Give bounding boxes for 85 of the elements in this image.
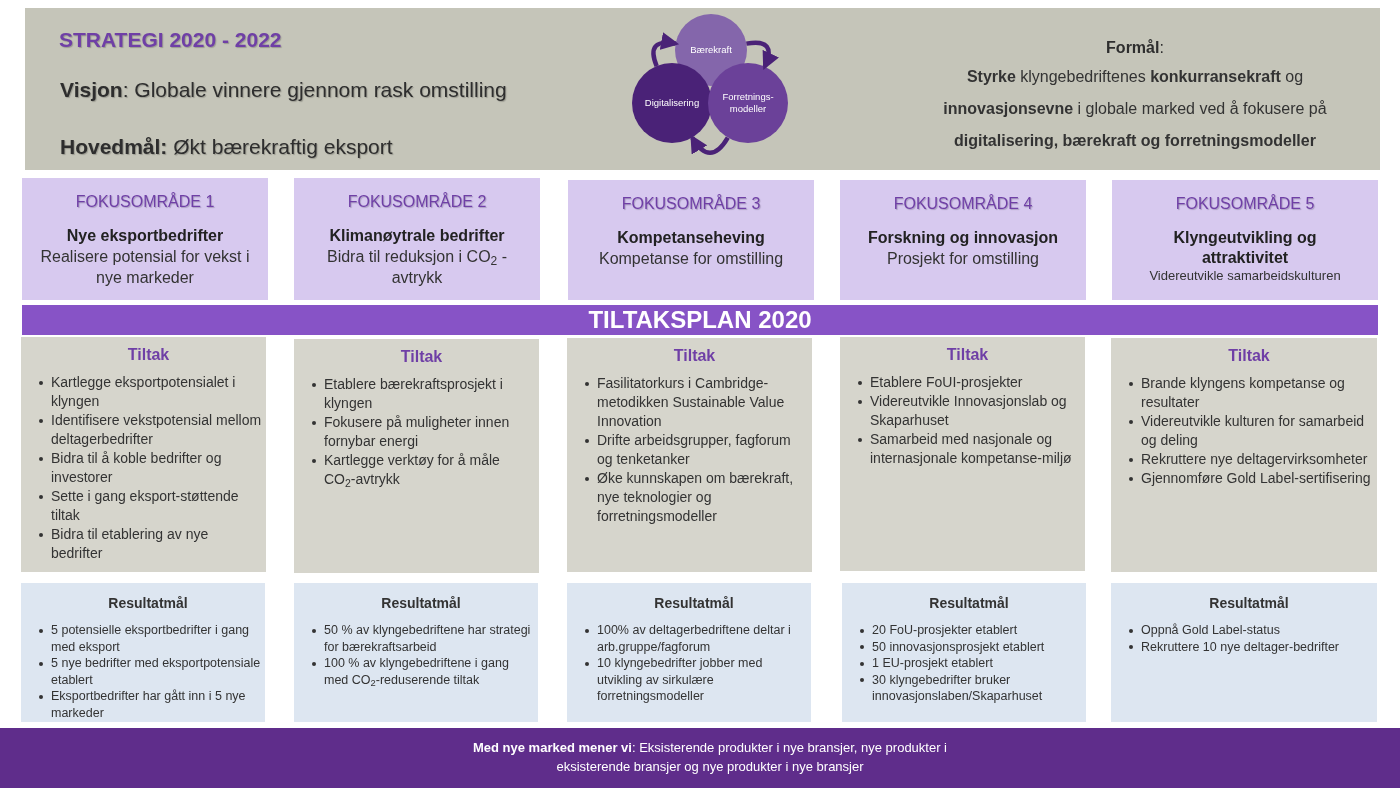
bullet-item: 100 % av klyngebedriftene i gang med CO$_{2}$-reduserende tiltak [324,655,510,688]
measures-heading: Tiltak [399,347,444,367]
focus-card [22,178,268,300]
focus-description: Bidra til reduksjon i CO$_{2}$ -avtrykk [325,247,509,288]
bullet-item: Etablere bærekraftsprosjekt i klyngen [324,375,504,413]
focus-card [1112,180,1378,300]
bullet-item: Videreutvikle Innovasjonslab og Skaparhuset [870,392,1068,430]
plan-band [22,305,1378,335]
bullet-item: Kartlegge verktøy for å måle CO$_{2}$-avtrykk [324,451,501,489]
purpose-heading: Formål: [1105,38,1165,58]
measures-card [21,337,266,572]
results-card [21,583,265,722]
measures-card [567,338,812,572]
header-panel [25,8,1380,170]
bullet-item: 30 klyngebedrifter bruker innovasjonslaben/Skaparhuset [872,671,1044,705]
bullet-item: Rekruttere 10 nye deltager-bedrifter [1141,638,1341,655]
results-heading: Resultatmål [928,594,1010,613]
measures-heading: Tiltak [672,346,717,366]
focus-title: Klimanøytrale bedrifter [329,226,505,246]
circle-label: Bærekraft [689,44,733,56]
bullet-item: Eksportbedrifter har gått inn i 5 nye markeder [51,688,247,721]
bullet-item: Bidra til å koble bedrifter og investorer [51,449,223,487]
focus-card [568,180,814,300]
bullet-item: 20 FoU-prosjekter etablert [872,622,1019,639]
focus-card [840,180,1086,300]
results-heading: Resultatmål [380,594,462,613]
cycle-arrow [690,134,730,155]
focus-title: Forskning og innovasjon [867,228,1059,248]
bullet-item: Gjennomføre Gold Label-sertifisering [1141,469,1372,488]
bullet-item: 5 nye bedrifter med eksportpotensiale etablert [51,655,261,688]
results-card [842,583,1086,722]
measures-heading: Tiltak [1227,346,1271,366]
circle-label: Digitalisering [643,97,701,109]
measures-card [294,339,539,573]
bullet-item: Rekruttere nye deltagervirksomheter [1141,450,1369,469]
footer-note: Med nye marked mener vi: Eksisterende produkter i nye bransjer, nye produkter i eksisterende bransjer og nye produkter i nye bransjer [472,739,948,776]
bullet-item: Drifte arbeidsgrupper, fagforum og tenketanker [597,431,792,469]
bullet-item: Videreutvikle kulturen for samarbeid og deling [1141,412,1366,450]
bullet-item: 50 % av klyngebedriftene har strategi for bærekraftsarbeid [324,622,532,655]
focus-heading: FOKUSOMRÅDE 3 [621,193,761,214]
bullet-item: Sette i gang eksport-støttende tiltak [51,487,240,525]
results-card [294,583,538,722]
focus-description: Videreutvikle samarbeidskulturen [1149,268,1341,284]
bullet-item: Etablere FoUI-prosjekter [870,373,1024,392]
bullet-item: 5 potensielle eksportbedrifter i gang med eksport [51,622,251,655]
bullet-item: Oppnå Gold Label-status [1141,622,1281,639]
focus-heading: FOKUSOMRÅDE 5 [1175,193,1315,214]
bullet-item: 100% av deltagerbedriftene deltar i arb.gruppe/fagforum [597,622,792,655]
measures-heading: Tiltak [126,345,171,365]
bullet-item: 1 EU-prosjekt etablert [872,655,994,672]
footer-bar [0,728,1400,788]
focus-description: Realisere potensial for vekst i nye markeder [39,247,251,288]
bullet-item: Øke kunnskapen om bærekraft, nye teknologier og forretningsmodeller [597,469,795,526]
bullet-item: 10 klyngebedrifter jobber med utvikling av sirkulære forretningsmodeller [597,655,764,705]
results-heading: Resultatmål [107,594,189,613]
measures-card [840,337,1085,571]
results-heading: Resultatmål [653,594,735,613]
focus-title: Kompetanseheving [617,228,765,248]
strategy-title: STRATEGI 2020 - 2022 [59,27,282,53]
bullet-item: Bidra til etablering av nye bedrifter [51,525,210,563]
focus-heading: FOKUSOMRÅDE 2 [347,191,487,212]
focus-heading: FOKUSOMRÅDE 4 [893,193,1033,214]
focus-description: Prosjekt for omstilling [886,249,1039,269]
focus-card [294,178,540,300]
vision-text: Visjon: Globale vinnere gjennom rask omstilling [60,77,507,103]
band-title: TILTAKSPLAN 2020 [588,305,812,335]
bullet-item: Identifisere vekstpotensial mellom deltagerbedrifter [51,411,262,449]
bullet-item: Kartlegge eksportpotensialet i klyngen [51,373,237,411]
bullet-item: Samarbeid med nasjonale og internasjonale kompetanse-miljø [870,430,1073,468]
results-card [1111,583,1377,722]
main-goal-text: Hovedmål: Økt bærekraftig eksport [60,134,393,160]
bullet-item: Brande klyngens kompetanse og resultater [1141,374,1346,412]
results-heading: Resultatmål [1208,594,1290,613]
focus-title: Nye eksportbedrifter [66,226,224,246]
focus-heading: FOKUSOMRÅDE 1 [75,191,215,212]
purpose-text: Styrke klyngebedriftenes konkurransekraft og innovasjonsevne i globale marked ved å fokusere på digitalisering, bærekraft og forretningsmodeller [942,67,1328,151]
results-card [567,583,811,722]
measures-card [1111,338,1377,572]
focus-description: Kompetanse for omstilling [598,249,784,269]
circle-label: Forretnings-modeller [721,91,775,115]
measures-heading: Tiltak [945,345,990,365]
focus-title: Klyngeutvikling og attraktivitet [1172,228,1318,268]
bullet-item: 50 innovasjonsprosjekt etablert [872,638,1046,655]
bullet-item: Fokusere på muligheter innen fornybar energi [324,413,511,451]
bullet-item: Fasilitatorkurs i Cambridge-metodikken Sustainable Value Innovation [597,374,786,431]
